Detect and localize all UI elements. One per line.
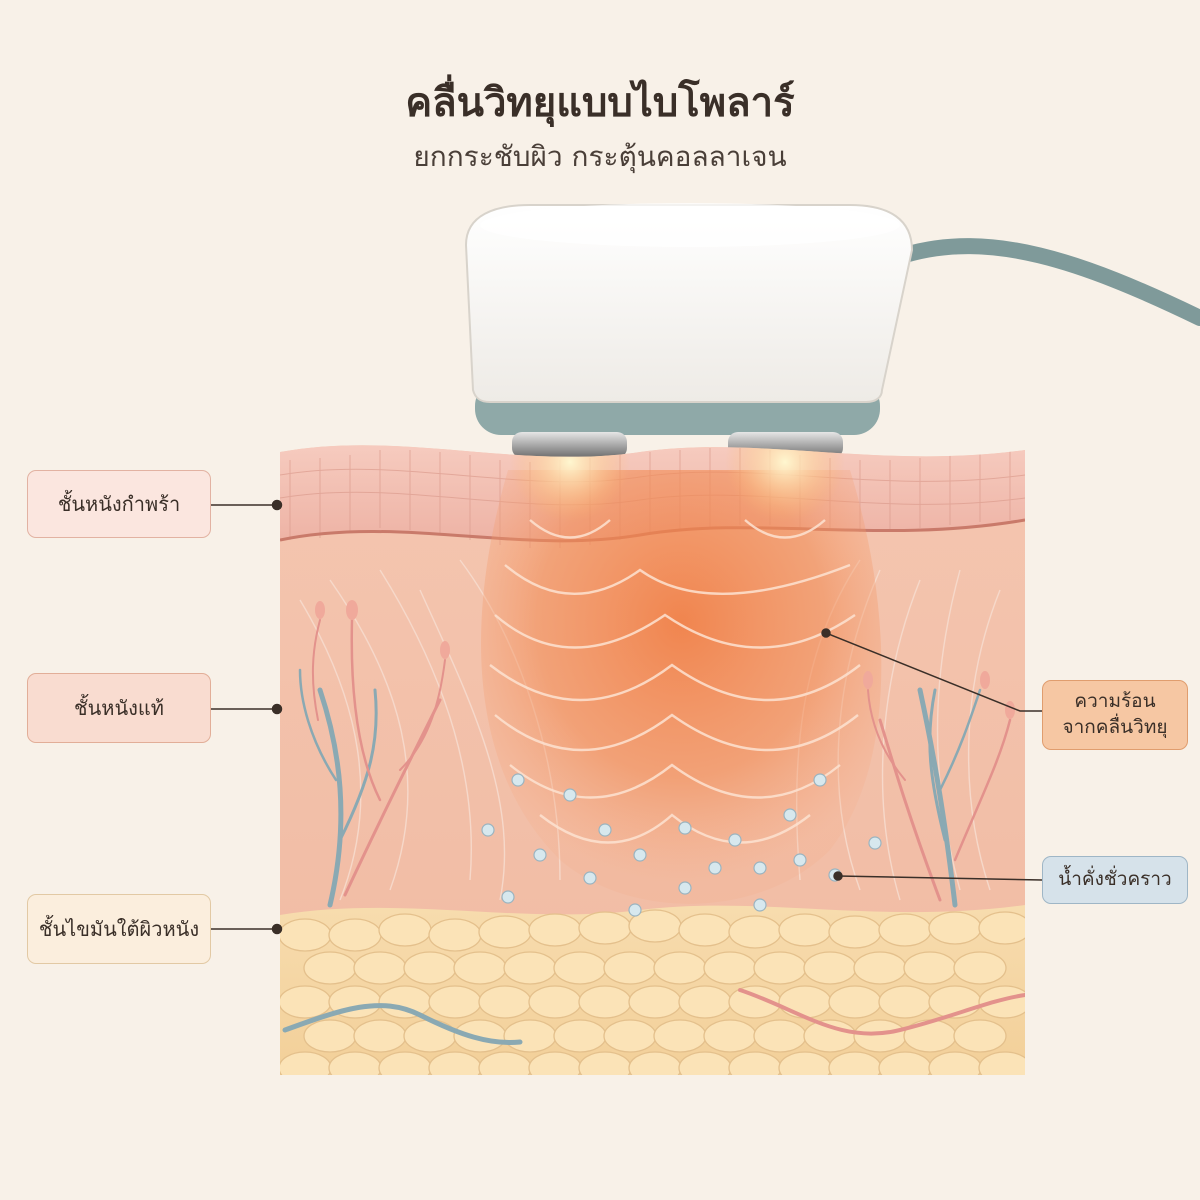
pointer-lines bbox=[211, 499, 1043, 935]
right-blood-vessels bbox=[867, 687, 1012, 908]
fat-cells bbox=[280, 909, 1025, 1075]
label-rf-heat-line1: ความร้อน bbox=[1074, 690, 1156, 713]
label-temporary-fluid: น้ำคั่งชั่วคราว bbox=[1042, 856, 1188, 904]
label-rf-heat: ความร้อน จากคลื่นวิทยุ bbox=[1042, 680, 1188, 750]
label-subcutaneous-fat: ชั้นไขมันใต้ผิวหนัง bbox=[27, 894, 211, 964]
device-cable bbox=[897, 238, 1200, 326]
fluid-droplets bbox=[481, 773, 882, 917]
rf-device bbox=[464, 203, 914, 458]
left-electrode bbox=[512, 432, 627, 458]
skin-cross-section bbox=[280, 445, 1025, 1075]
fat-vessel-blue bbox=[282, 1003, 523, 1045]
fat-vessel-red bbox=[738, 988, 1025, 1036]
diagram-title: คลื่นวิทยุแบบไบโพลาร์ bbox=[405, 80, 795, 126]
label-dermis: ชั้นหนังแท้ bbox=[27, 673, 211, 743]
label-epidermis: ชั้นหนังกำพร้า bbox=[27, 470, 211, 538]
left-blood-vessels bbox=[298, 618, 446, 908]
diagram-subtitle: ยกกระชับผิว กระตุ้นคอลลาเจน bbox=[413, 140, 787, 173]
label-rf-heat-line2: จากคลื่นวิทยุ bbox=[1062, 716, 1168, 738]
